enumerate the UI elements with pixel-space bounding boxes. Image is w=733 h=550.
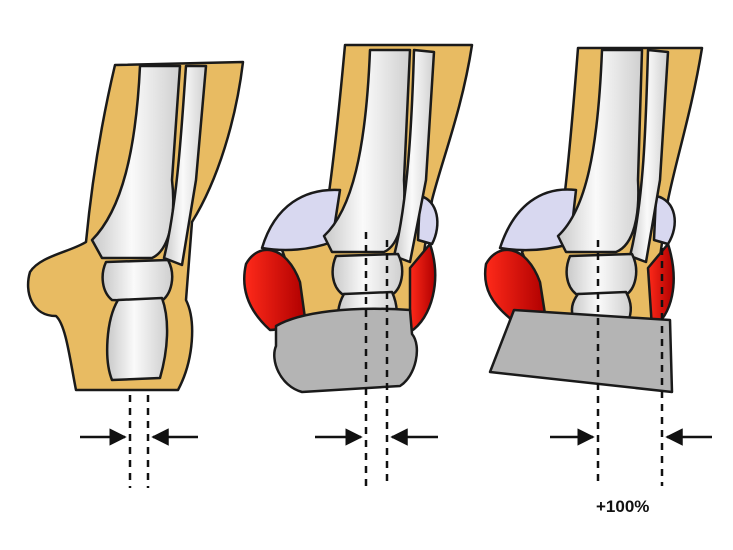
rounded-shoe	[273, 307, 419, 394]
fibula	[628, 48, 670, 264]
fibula	[392, 48, 436, 264]
reference-lines	[128, 232, 664, 488]
foot-figure-1	[26, 60, 245, 392]
calcaneus	[105, 296, 169, 382]
wedge-shoe	[488, 308, 674, 394]
lavender-pad	[498, 188, 578, 252]
talus	[331, 252, 404, 298]
foot-figure-2	[243, 43, 474, 394]
lavender-pad	[260, 188, 342, 252]
fibula	[162, 64, 208, 267]
foot-figure-3	[483, 46, 704, 394]
offset-label: +100%	[596, 497, 650, 516]
talus	[565, 252, 638, 298]
talus	[101, 258, 174, 304]
lavender-pad	[416, 194, 439, 246]
